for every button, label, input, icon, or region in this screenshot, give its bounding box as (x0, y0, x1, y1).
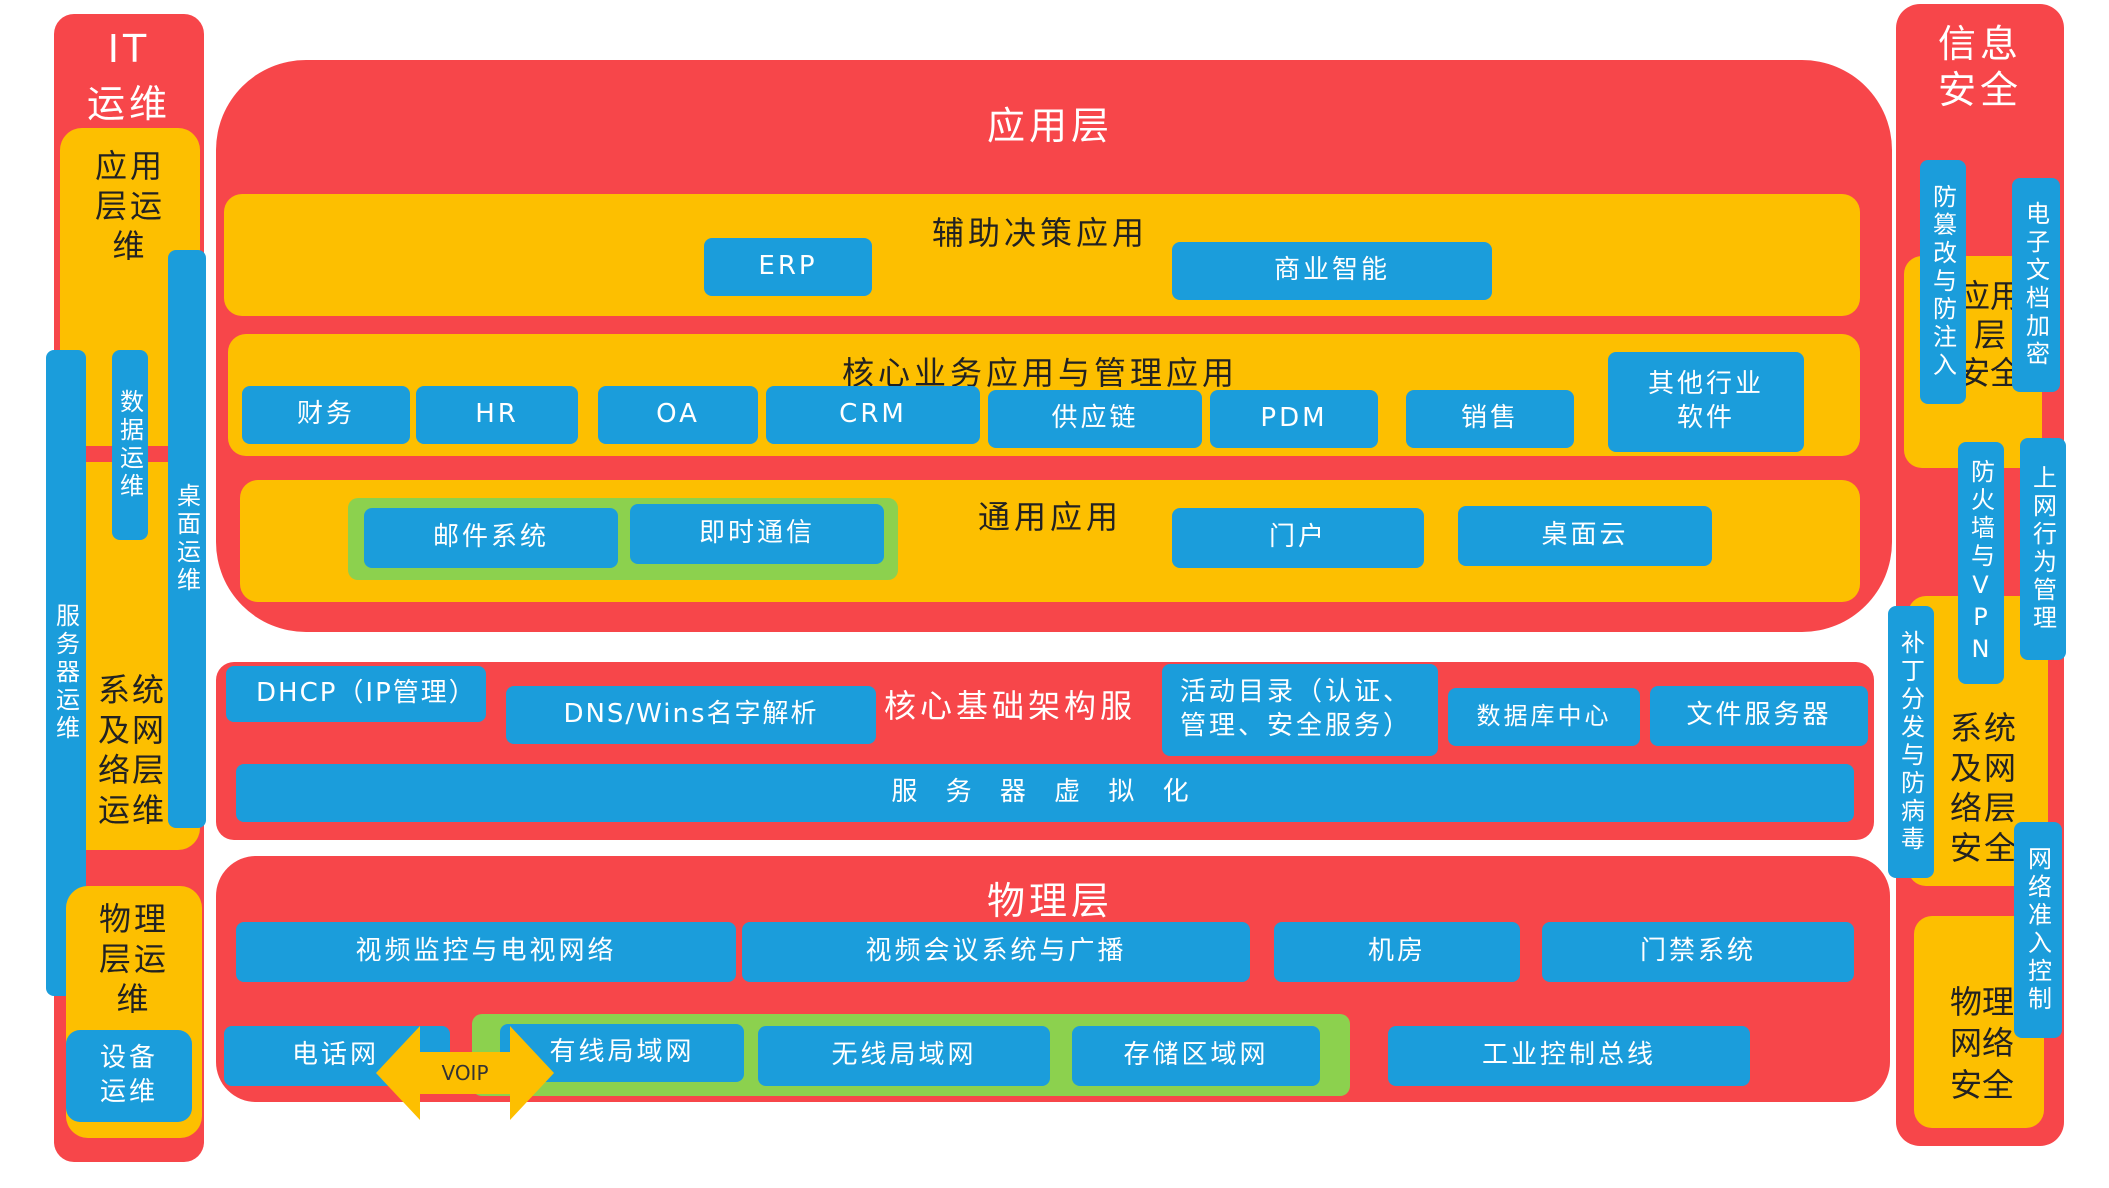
device-ops-box: 设备 运维 (66, 1030, 192, 1122)
hr-box: HR (416, 386, 578, 444)
phys-ops-label: 物理 层运 维 (98, 900, 169, 1018)
voip-double-arrow-icon (376, 1026, 554, 1120)
file-server-box: 文件服务器 (1650, 686, 1868, 746)
anti-tamper-bar: 防篡改与防注入 (1920, 160, 1966, 404)
desktop-cloud-box: 桌面云 (1458, 506, 1712, 566)
industrial-bus-box: 工业控制总线 (1388, 1026, 1750, 1086)
info-sec-title: 信息 安全 (1937, 22, 2022, 112)
infra-title: 核心基础架构服 (884, 687, 1137, 725)
it-ops-title: IT 运维 (86, 26, 171, 126)
decision-title: 辅助决策应用 (931, 214, 1148, 252)
db-center-box: 数据库中心 (1448, 688, 1640, 746)
patch-antivirus-bar: 补丁分发与防病毒 (1888, 606, 1934, 878)
app-sec-label: 应用 层 安全 (1957, 277, 2022, 393)
voip-label: VOIP (441, 1061, 489, 1085)
data-ops-bar: 数据运维 (112, 350, 148, 540)
server-ops-bar: 服务器运维 (46, 350, 86, 996)
access-control-box: 门禁系统 (1542, 922, 1854, 982)
net-ops-label: 系统 及网 络层 运维 (97, 671, 166, 829)
supply-chain-box: 供应链 (988, 390, 1202, 448)
dhcp-box: DHCP（IP管理） (226, 666, 486, 722)
pdm-box: PDM (1210, 390, 1378, 448)
oa-box: OA (598, 386, 758, 444)
nac-bar: 网络准入控制 (2014, 822, 2062, 1038)
sales-box: 销售 (1406, 390, 1574, 448)
im-box: 即时通信 (630, 504, 884, 564)
dns-box: DNS/Wins名字解析 (506, 686, 876, 744)
ad-box: 活动目录（认证、 管理、安全服务） (1162, 664, 1438, 756)
bi-box: 商业智能 (1172, 242, 1492, 300)
video-conference-box: 视频会议系统与广播 (742, 922, 1250, 982)
mail-box: 邮件系统 (364, 508, 618, 568)
wireless-lan-box: 无线局域网 (758, 1026, 1050, 1086)
core-title: 核心业务应用与管理应用 (841, 354, 1238, 392)
erp-box: ERP (704, 238, 872, 296)
app-layer-title: 应用层 (986, 103, 1113, 148)
phys-sec-label: 物理 网络 安全 (1949, 982, 2014, 1104)
finance-box: 财务 (242, 386, 410, 444)
crm-box: CRM (766, 386, 980, 444)
net-sec-label: 系统 及网 络层 安全 (1949, 709, 2018, 867)
desktop-ops-bar: 桌面运维 (168, 250, 206, 828)
behavior-mgmt-bar: 上网行为管理 (2020, 438, 2066, 660)
other-industry-box: 其他行业 软件 (1608, 352, 1804, 452)
doc-encrypt-bar: 电子文档加密 (2012, 178, 2060, 392)
machine-room-box: 机房 (1274, 922, 1520, 982)
general-title: 通用应用 (977, 498, 1122, 536)
san-box: 存储区域网 (1072, 1026, 1320, 1086)
portal-box: 门户 (1172, 508, 1424, 568)
app-ops-label: 应用 层运 维 (94, 147, 165, 265)
virtualization-bar: 服 务 器 虚 拟 化 (236, 764, 1854, 822)
decision-panel (224, 194, 1860, 316)
video-monitor-box: 视频监控与电视网络 (236, 922, 736, 982)
firewall-vpn-bar: 防火墙与VPN (1958, 442, 2004, 684)
physical-title: 物理层 (986, 878, 1113, 923)
